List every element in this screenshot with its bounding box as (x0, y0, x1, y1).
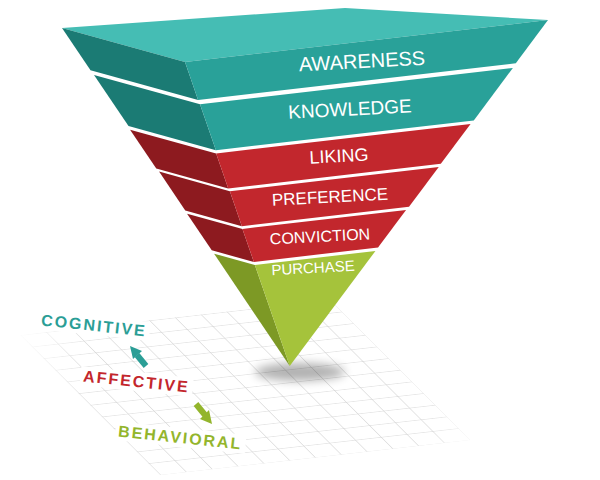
down-arrow-shaft (196, 404, 205, 415)
band-face (255, 251, 376, 366)
band-label: PURCHASE (271, 257, 355, 278)
up-arrow-head (130, 346, 142, 359)
funnel-band: CONVICTION (186, 209, 407, 263)
up-arrow-shaft (137, 355, 146, 366)
funnel-band: PURCHASE (213, 250, 376, 367)
band-face (243, 210, 407, 262)
down-arrow-head (200, 410, 212, 424)
apex-shadow (255, 363, 345, 381)
floor-grid (20, 300, 470, 475)
band-label: LIKING (309, 145, 369, 168)
band-text-holder: LIKING (309, 146, 369, 169)
band-face (230, 167, 439, 226)
band-face (187, 214, 254, 262)
